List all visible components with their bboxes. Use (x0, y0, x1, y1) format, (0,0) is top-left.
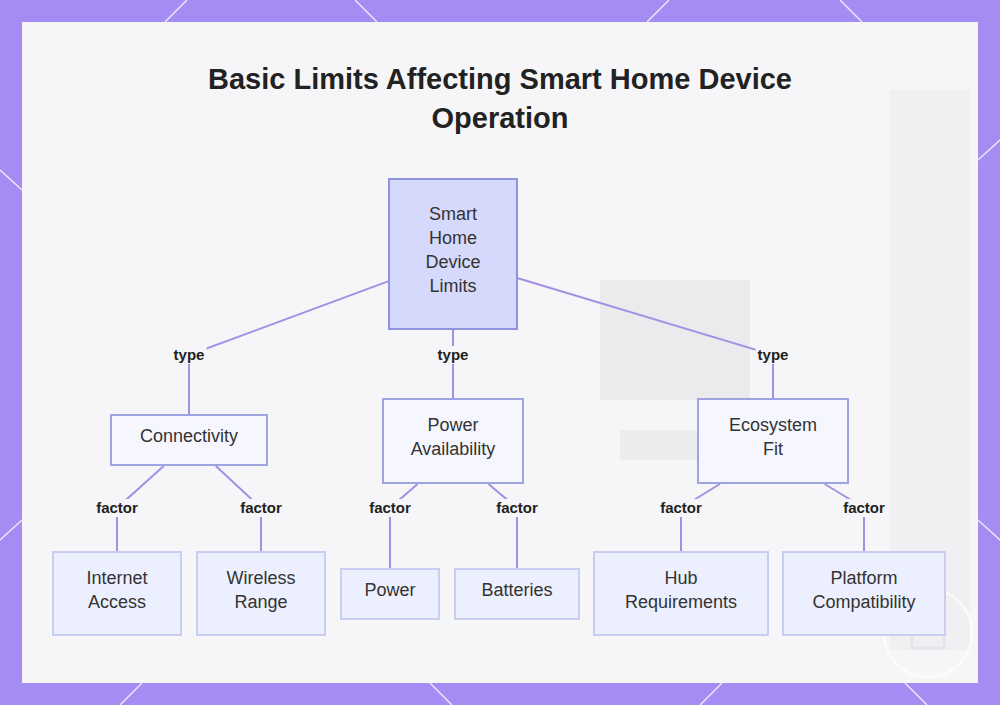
edge-label: factor (841, 499, 887, 517)
category-box: Power (340, 568, 440, 620)
connector-line (681, 484, 720, 551)
edge-label: type (756, 346, 791, 364)
node-text: Power Availability (398, 413, 508, 461)
category-box: Platform Compatibility (782, 551, 946, 636)
connector-line (489, 484, 518, 568)
category-box: Wireless Range (196, 551, 326, 636)
edge-label: factor (238, 499, 284, 517)
node-text: Ecosystem Fit (723, 413, 823, 461)
connector-line (452, 330, 454, 398)
connector-line (825, 484, 864, 551)
category-box: Hub Requirements (593, 551, 769, 636)
edge-label: factor (367, 499, 413, 517)
edge-label: factor (494, 499, 540, 517)
node-text: Internet Access (67, 566, 167, 614)
diagram-title: Basic Limits Affecting Smart Home Device… (200, 60, 800, 138)
connector-line (189, 281, 388, 414)
inner-panel (22, 22, 978, 683)
category-box: Connectivity (110, 414, 268, 466)
root-box: Smart Home Device Limits (388, 178, 518, 330)
category-box: Power Availability (382, 398, 524, 484)
category-box: Internet Access (52, 551, 182, 636)
category-box: Ecosystem Fit (697, 398, 849, 484)
node-text: Batteries (481, 578, 552, 602)
edge-label: factor (94, 499, 140, 517)
node-text: Power (364, 578, 415, 602)
node-text: Hub Requirements (616, 566, 746, 614)
category-box: Batteries (454, 568, 580, 620)
connector-line (518, 278, 773, 398)
node-text: Smart Home Device Limits (413, 202, 493, 298)
node-text: Wireless Range (211, 566, 311, 614)
connector-line (390, 484, 418, 568)
edge-label: type (172, 346, 207, 364)
node-text: Connectivity (140, 424, 238, 448)
node-text: Platform Compatibility (789, 566, 939, 614)
edge-label: factor (658, 499, 704, 517)
edge-label: type (436, 346, 471, 364)
